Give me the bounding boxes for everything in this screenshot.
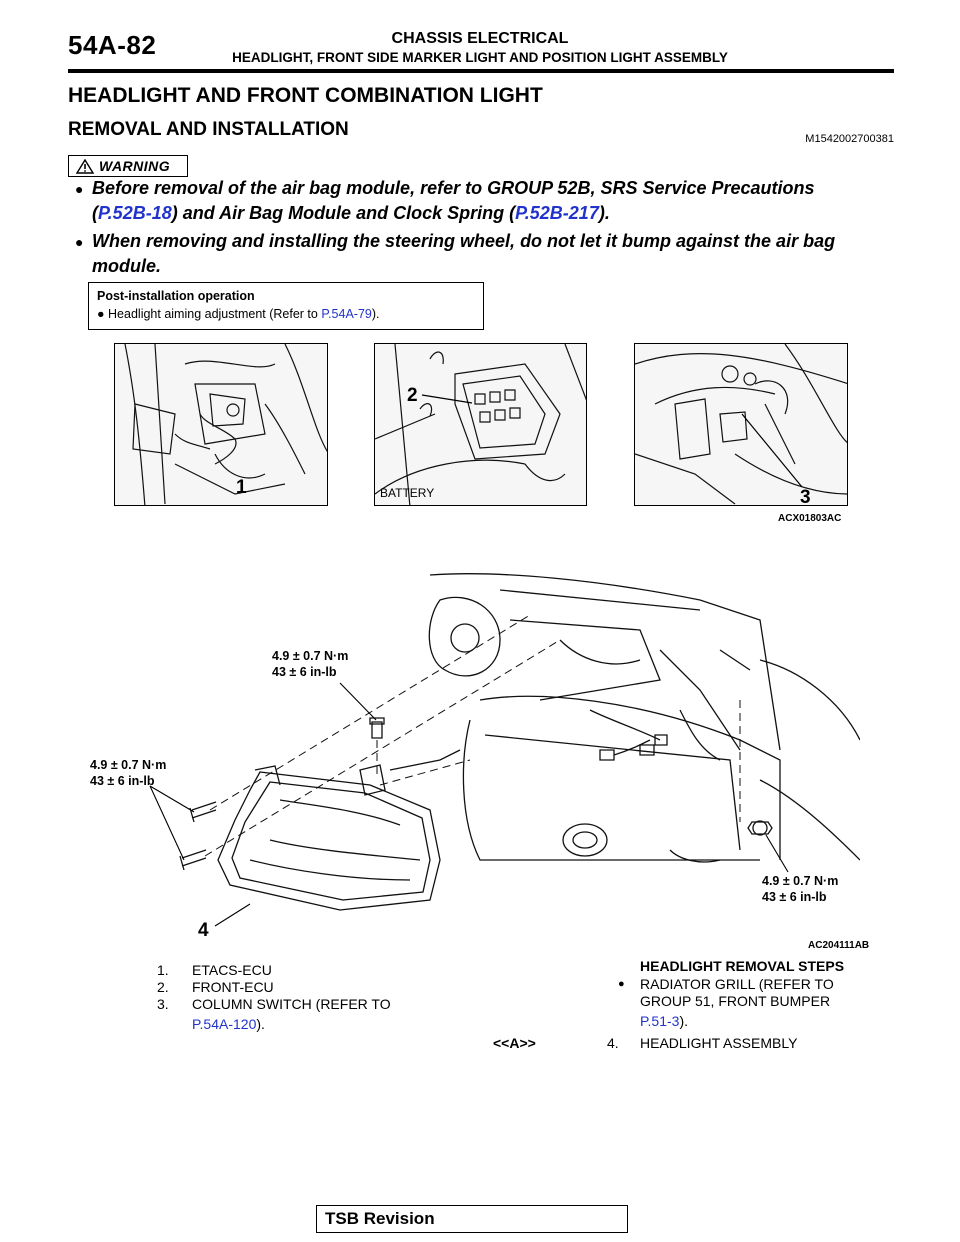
warning-item-2-line1: When removing and installing the steerin… — [92, 231, 836, 251]
photo-etacs-ecu — [114, 343, 328, 506]
bullet-icon: ● — [75, 181, 84, 197]
text-fragment: Headlight aiming adjustment (Refer to — [108, 307, 322, 321]
legend-num: 3. — [157, 996, 169, 1012]
document-id: M1542002700381 — [805, 133, 894, 145]
warning-item-2: When removing and installing the steerin… — [92, 229, 835, 279]
link-p54a-79[interactable]: P.54A-79 — [321, 307, 372, 321]
photo-column-switch — [634, 343, 848, 506]
section-title: CHASSIS ELECTRICAL — [391, 30, 569, 47]
removal-step-radiator-grill: RADIATOR GRILL (REFER TO GROUP 51, FRONT… — [640, 976, 834, 1030]
torque-spec-top: 4.9 ± 0.7 N·m 43 ± 6 in-lb — [272, 648, 348, 680]
callout-3: 3 — [800, 487, 811, 508]
engine-bay-illustration — [375, 344, 586, 505]
callout-2-leader — [421, 394, 473, 404]
legend-item: 2. FRONT-ECU — [157, 979, 391, 996]
bullet-icon: ● — [75, 234, 84, 250]
bullet-icon: ● — [97, 307, 109, 321]
warning-item-2-line2: module. — [92, 256, 162, 276]
link-p54a-120[interactable]: P.54A-120 — [192, 1016, 257, 1032]
text-fragment: ). — [598, 203, 610, 223]
torque-value: 4.9 ± 0.7 N·m — [272, 649, 349, 663]
post-installation-box: Post-installation operation ● Headlight … — [88, 282, 484, 330]
torque-spec-right: 4.9 ± 0.7 N·m 43 ± 6 in-lb — [762, 873, 838, 905]
page-title: HEADLIGHT AND FRONT COMBINATION LIGHT — [68, 84, 543, 107]
text-fragment: ). — [679, 1013, 689, 1029]
removal-steps-title: HEADLIGHT REMOVAL STEPS — [640, 958, 845, 974]
step-text: GROUP 51, FRONT BUMPER — [640, 993, 831, 1009]
photo-front-ecu — [374, 343, 587, 506]
steering-column-illustration — [635, 344, 847, 505]
legend-text: ETACS-ECU — [192, 962, 272, 978]
tsb-revision-box: TSB Revision — [316, 1205, 628, 1233]
post-installation-title: Post-installation operation — [97, 289, 255, 303]
figure1-code: ACX01803AC — [778, 513, 842, 524]
legend-item-3-cont: P.54A-120). — [157, 1016, 391, 1033]
legend-item: 3. COLUMN SWITCH (REFER TO — [157, 996, 391, 1013]
legend-num: 2. — [157, 979, 169, 995]
legend-text: FRONT-ECU — [192, 979, 274, 995]
removal-step-4: 4. HEADLIGHT ASSEMBLY — [607, 1035, 797, 1052]
legend-item: 1. ETACS-ECU — [157, 962, 391, 979]
legend-list: 1. ETACS-ECU 2. FRONT-ECU 3. COLUMN SWITCH … — [157, 962, 391, 1033]
subsection-title: HEADLIGHT, FRONT SIDE MARKER LIGHT AND P… — [232, 50, 728, 65]
warning-item-1-line2: (P.52B-18) and Air Bag Module and Clock … — [92, 201, 815, 226]
callout-2: 2 — [407, 385, 418, 406]
warning-item-1-line1: Before removal of the air bag module, re… — [92, 178, 815, 198]
text-fragment: ). — [256, 1016, 265, 1032]
torque-value: 4.9 ± 0.7 N·m — [90, 758, 167, 772]
link-p51-3[interactable]: P.51-3 — [640, 1013, 680, 1029]
dashboard-illustration — [124, 344, 327, 505]
header-rule — [68, 69, 894, 73]
legend-text: COLUMN SWITCH (REFER TO — [192, 996, 391, 1012]
page-number: 54A-82 — [68, 30, 157, 60]
headlight-exploded-diagram — [149, 573, 860, 927]
callout-1: 1 — [236, 477, 247, 498]
step-text: HEADLIGHT ASSEMBLY — [640, 1035, 798, 1051]
step-text: RADIATOR GRILL (REFER TO — [640, 976, 834, 992]
torque-value: 43 ± 6 in-lb — [90, 774, 155, 788]
link-p52b-217[interactable]: P.52B-217 — [515, 203, 599, 223]
callout-4: 4 — [198, 920, 209, 941]
text-fragment: ( — [92, 203, 98, 223]
page-subtitle: REMOVAL AND INSTALLATION — [68, 119, 349, 140]
legend-num: 1. — [157, 962, 169, 978]
step-marker-a: <<A>> — [493, 1035, 536, 1051]
torque-value: 4.9 ± 0.7 N·m — [762, 874, 839, 888]
warning-item-1: Before removal of the air bag module, re… — [92, 176, 815, 226]
torque-value: 43 ± 6 in-lb — [762, 890, 827, 904]
link-p52b-18[interactable]: P.52B-18 — [98, 203, 172, 223]
text-fragment: ). — [371, 307, 380, 321]
torque-spec-left: 4.9 ± 0.7 N·m 43 ± 6 in-lb — [90, 757, 166, 789]
callout-3-leader — [741, 413, 803, 488]
bullet-icon: ● — [618, 978, 625, 990]
text-fragment: ) and Air Bag Module and Clock Spring ( — [171, 203, 516, 223]
warning-badge: WARNING — [68, 155, 188, 177]
figure2-code: AC204111AB — [808, 940, 870, 951]
torque-value: 43 ± 6 in-lb — [272, 665, 337, 679]
post-installation-item: ● Headlight aiming adjustment (Refer to … — [97, 307, 380, 321]
battery-label: BATTERY — [380, 486, 435, 500]
step-num: 4. — [607, 1035, 619, 1051]
warning-triangle-icon — [76, 159, 94, 174]
warning-label: WARNING — [99, 158, 171, 174]
